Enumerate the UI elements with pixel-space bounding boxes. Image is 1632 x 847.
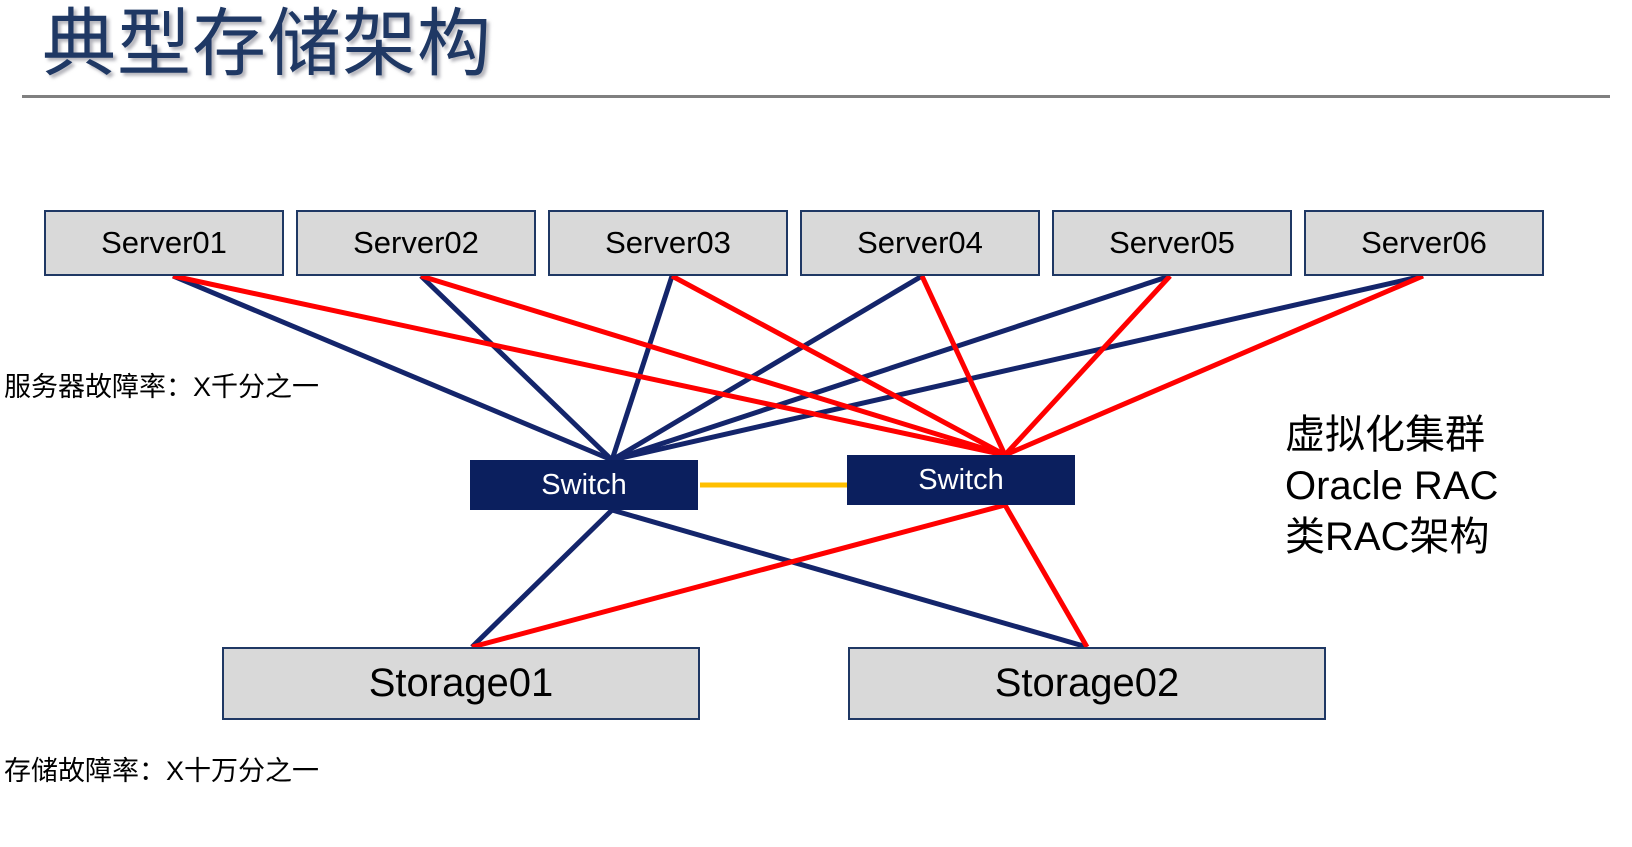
link-server01-to-switch-left [172,273,613,463]
link-server04-to-switch-left [610,273,924,463]
server-node-6[interactable]: Server06 [1304,210,1544,276]
link-server03-to-switch-right [670,273,1007,458]
server-node-5[interactable]: Server05 [1052,210,1292,276]
link-server03-to-switch-left [609,275,675,461]
server-failure-rate-label: 服务器故障率：X千分之一 [4,372,320,402]
server-node-label: Server03 [605,225,731,260]
cluster-note-line-1: 虚拟化集群 [1285,413,1485,457]
link-server01-to-switch-right [172,273,1006,458]
link-server02-to-switch-right [420,273,1006,458]
link-server02-to-switch-left [419,274,614,462]
storage-node-1[interactable]: Storage01 [222,647,700,720]
switch-node-1[interactable]: Switch [470,460,698,510]
storage-node-label: Storage02 [994,661,1180,705]
cluster-note-line-2: Oracle RAC [1285,464,1499,508]
server-node-label: Server02 [353,225,479,260]
switch-node-label: Switch [918,463,1004,496]
cluster-note-line-3: 类RAC架构 [1285,515,1490,559]
server-node-label: Server01 [101,225,227,260]
link-switch-left-to-storage02 [611,507,1088,650]
server-node-1[interactable]: Server01 [44,210,284,276]
link-switch-right-to-storage02 [1002,503,1090,649]
red-links [172,273,1424,650]
server-node-3[interactable]: Server03 [548,210,788,276]
switch-node-2[interactable]: Switch [847,455,1075,505]
navy-links [172,273,1424,650]
title-divider [22,95,1610,98]
storage-node-2[interactable]: Storage02 [848,647,1326,720]
server-node-4[interactable]: Server04 [800,210,1040,276]
link-server05-to-switch-left [611,273,1171,463]
server-node-label: Server05 [1109,225,1235,260]
storage-failure-rate-label: 存储故障率：X十万分之一 [4,756,320,786]
link-server05-to-switch-right [1003,274,1172,457]
switch-node-label: Switch [541,468,627,501]
link-switch-left-to-storage01 [470,508,614,649]
server-node-2[interactable]: Server02 [296,210,536,276]
link-server04-to-switch-right [919,274,1008,457]
server-node-label: Server06 [1361,225,1487,260]
server-node-label: Server04 [857,225,983,260]
cluster-note-block: 虚拟化集群 Oracle RAC 类RAC架构 [1285,410,1498,563]
page-title: 典型存储架构 [42,2,492,85]
link-switch-right-to-storage01 [471,502,1006,650]
storage-node-label: Storage01 [368,661,554,705]
